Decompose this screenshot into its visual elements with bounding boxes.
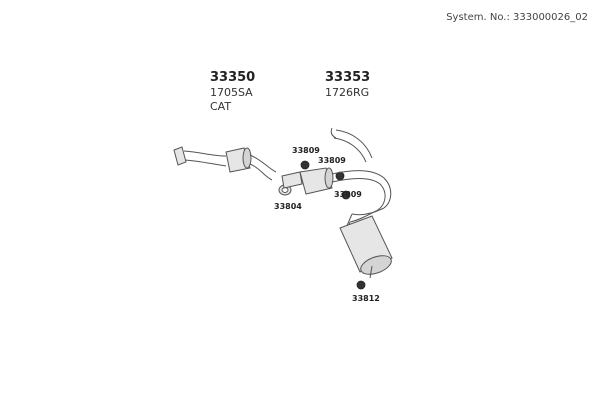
part-number-33350: 33350 xyxy=(210,70,256,85)
part-code-1705sa: 1705SA xyxy=(210,86,253,99)
mid-flange xyxy=(281,171,303,189)
tail-clamp-33812 xyxy=(356,280,366,290)
front-flange xyxy=(173,146,187,166)
rubber-mount-33809-c xyxy=(341,190,351,200)
cat-outlet-pipe xyxy=(249,154,277,181)
rear-pipe xyxy=(330,127,392,233)
rubber-mount-33809-a xyxy=(300,160,310,170)
callout-33804: 33804 xyxy=(274,202,302,211)
part-number-33353: 33353 xyxy=(325,70,371,85)
part-note-cat: CAT xyxy=(210,100,232,113)
callout-33809-a: 33809 xyxy=(292,146,320,155)
catalytic-converter xyxy=(225,147,252,173)
system-number: System. No.: 333000026_02 xyxy=(446,12,588,23)
front-pipe xyxy=(183,150,227,167)
middle-silencer xyxy=(299,167,334,195)
part-code-1726rg: 1726RG xyxy=(325,86,370,99)
callout-33809-c: 33809 xyxy=(334,190,362,199)
callout-33812: 33812 xyxy=(352,294,380,303)
callout-33809-b: 33809 xyxy=(318,156,346,165)
rear-silencer xyxy=(339,215,393,279)
